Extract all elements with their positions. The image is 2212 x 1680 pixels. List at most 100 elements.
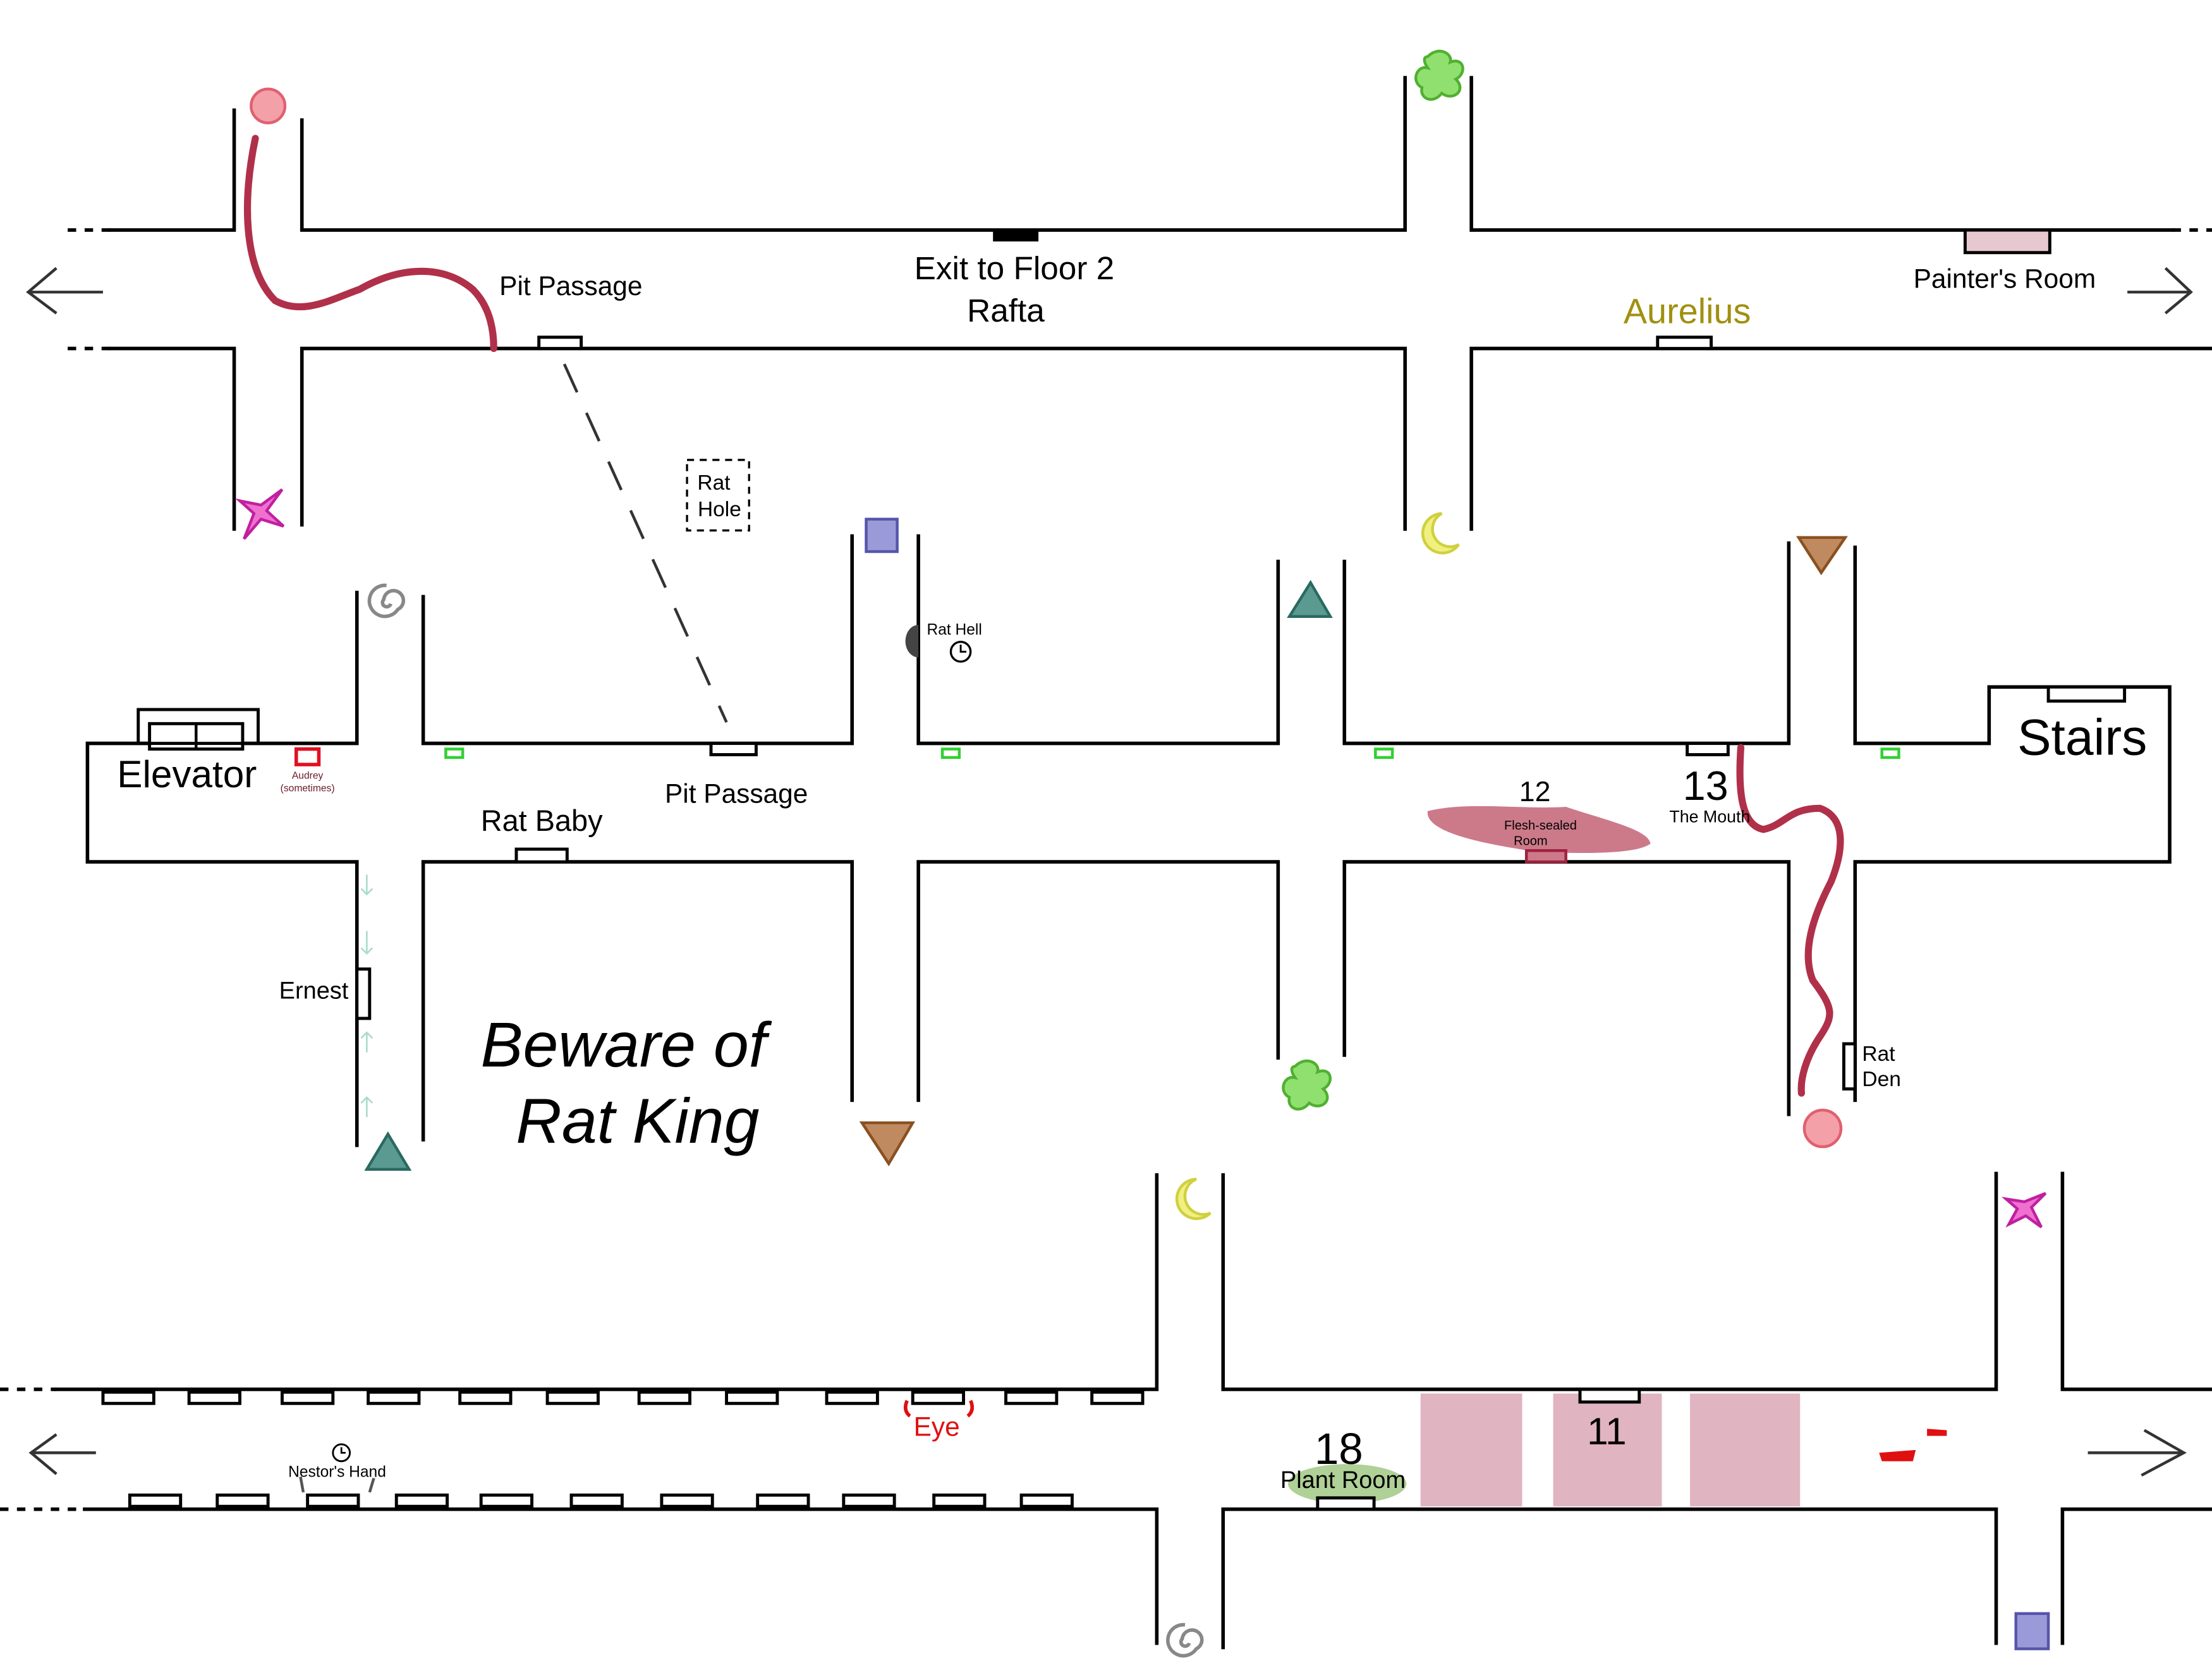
door[interactable] <box>394 1493 449 1508</box>
teal-triangle-icon[interactable] <box>364 1131 412 1171</box>
nestor-brackets <box>299 1476 375 1493</box>
door[interactable] <box>569 1493 624 1508</box>
green-clover-icon[interactable] <box>1414 49 1464 101</box>
door[interactable] <box>537 335 583 351</box>
label-the-mouth: The Mouth <box>1669 807 1750 826</box>
stairs-door[interactable] <box>2046 685 2127 703</box>
plant-patch <box>1287 1464 1407 1504</box>
door[interactable] <box>101 1390 155 1405</box>
painters-room-door[interactable] <box>1963 228 2051 255</box>
yellow-moon-icon[interactable] <box>1175 1178 1212 1221</box>
door[interactable] <box>660 1493 714 1508</box>
rat-den-door[interactable] <box>1842 1042 1857 1091</box>
zones <box>1287 806 1947 1507</box>
labels: Pit Passage Exit to Floor 2 Rafta Aureli… <box>117 250 2147 1494</box>
door[interactable] <box>216 1493 270 1508</box>
left-arrow-icon[interactable] <box>28 1433 96 1475</box>
symbols <box>234 49 2050 1658</box>
label-flesh-sealed: Flesh-sealed <box>1504 819 1577 833</box>
door[interactable] <box>367 1390 421 1405</box>
flesh-door[interactable] <box>1524 849 1567 864</box>
door[interactable] <box>709 742 758 756</box>
clock-icon <box>332 1443 351 1463</box>
rat-hell-dark-mark <box>905 625 919 658</box>
label-aurelius: Aurelius <box>1624 291 1751 330</box>
door[interactable] <box>1019 1493 1074 1508</box>
gray-spiral-icon[interactable] <box>367 583 406 619</box>
door[interactable] <box>1686 742 1730 756</box>
label-painters-room: Painter's Room <box>1914 264 2096 294</box>
label-audrey: Audrey <box>292 770 324 781</box>
door[interactable] <box>993 228 1039 242</box>
label-pit-passage-mid: Pit Passage <box>665 778 808 808</box>
door[interactable] <box>756 1493 810 1508</box>
door[interactable] <box>1656 335 1713 351</box>
label-rat-hell: Rat Hell <box>927 622 982 639</box>
eye-door[interactable] <box>911 1390 966 1405</box>
door[interactable] <box>280 1390 335 1405</box>
label-rafta: Rafta <box>967 293 1045 329</box>
label-exit-floor-2: Exit to Floor 2 <box>915 250 1115 286</box>
blue-square-icon[interactable] <box>2014 1612 2050 1650</box>
pink-zone <box>1553 1393 1662 1507</box>
flesh-sealed-blob <box>1427 806 1651 853</box>
door[interactable] <box>637 1390 691 1405</box>
door[interactable] <box>187 1390 241 1405</box>
pink-circle-icon[interactable] <box>250 87 287 124</box>
corridor-doors-top <box>101 1387 1641 1405</box>
blue-square-icon[interactable] <box>865 517 899 553</box>
gray-spiral-icon[interactable] <box>1166 1623 1204 1658</box>
door[interactable] <box>1004 1390 1059 1405</box>
magenta-star-icon[interactable] <box>234 488 285 540</box>
left-arrow-icon[interactable] <box>26 267 103 315</box>
door[interactable] <box>514 847 569 864</box>
label-stairs: Stairs <box>2017 709 2147 766</box>
green-clover-icon[interactable] <box>1282 1059 1332 1111</box>
door[interactable] <box>1374 747 1394 759</box>
label-audrey-sometimes: (sometimes) <box>281 783 335 794</box>
door[interactable] <box>128 1493 183 1508</box>
yellow-moon-icon[interactable] <box>1421 512 1460 555</box>
label-rat-den: Den <box>1862 1068 1900 1091</box>
door[interactable] <box>825 1390 879 1405</box>
teal-triangle-icon[interactable] <box>1287 579 1333 618</box>
label-rat-baby: Rat Baby <box>481 804 603 837</box>
label-room-12: 12 <box>1519 777 1551 807</box>
label-rat-hole: Rat <box>697 471 731 495</box>
doors <box>101 228 2127 1511</box>
arrows <box>26 267 2193 1477</box>
nestors-hand-door[interactable] <box>306 1493 360 1508</box>
door[interactable] <box>725 1390 779 1405</box>
door[interactable] <box>932 1493 987 1508</box>
rat-hole[interactable] <box>686 459 750 532</box>
door[interactable] <box>1880 747 1900 759</box>
pink-circle-icon[interactable] <box>1802 1108 1843 1149</box>
right-arrow-icon[interactable] <box>2087 1429 2187 1477</box>
label-ernest: Ernest <box>279 978 349 1005</box>
door[interactable] <box>458 1390 513 1405</box>
elevator-box <box>137 708 260 746</box>
pit-passage-dashed <box>562 363 728 723</box>
label-rat-den: Rat <box>1862 1042 1895 1066</box>
blood-splatter <box>1879 1429 1947 1461</box>
brown-inverted-triangle-icon[interactable] <box>859 1121 916 1167</box>
room-11-door[interactable] <box>1578 1387 1641 1404</box>
door[interactable] <box>444 747 465 759</box>
label-pit-passage-top: Pit Passage <box>499 271 642 301</box>
plant-room-door[interactable] <box>1316 1496 1376 1511</box>
magenta-star-icon[interactable] <box>2001 1192 2047 1229</box>
door[interactable] <box>545 1390 600 1405</box>
pink-zone <box>1690 1393 1801 1507</box>
corridor-doors-bottom <box>128 1493 1376 1511</box>
ernest-door[interactable] <box>355 967 372 1020</box>
label-room-11: 11 <box>1587 1410 1627 1453</box>
door[interactable] <box>842 1493 896 1508</box>
door[interactable] <box>479 1493 533 1508</box>
label-room-13: 13 <box>1683 763 1729 809</box>
right-arrow-icon[interactable] <box>2127 267 2193 315</box>
label-rat-king: Rat King <box>516 1085 759 1156</box>
brown-inverted-triangle-icon[interactable] <box>1796 536 1848 576</box>
audrey-door[interactable] <box>294 747 321 766</box>
door[interactable] <box>940 747 961 759</box>
door[interactable] <box>1090 1390 1145 1405</box>
